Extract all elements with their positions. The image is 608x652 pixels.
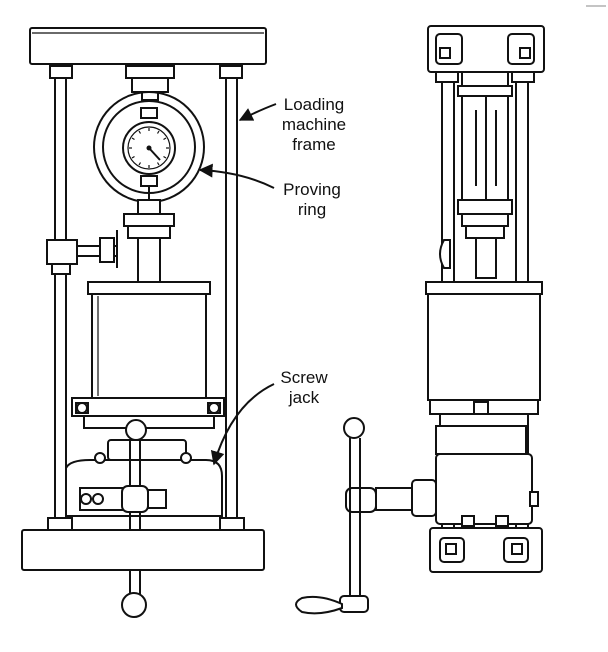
dial-needle [148, 147, 161, 161]
base-plate [71, 397, 225, 429]
right-tie-rod [219, 65, 245, 531]
cylindrical-mould [87, 281, 211, 399]
frame-label-line3: frame [292, 135, 335, 154]
left-tie-rod [47, 65, 73, 531]
jack-callout: Screw jack [210, 368, 328, 466]
bottom-base [21, 529, 265, 571]
top-crosshead [29, 27, 267, 65]
clamp-arm [46, 230, 118, 275]
ring-callout: Proving ring [198, 163, 341, 219]
frame-callout: Loading machine frame [238, 95, 346, 154]
side-handle [295, 417, 369, 615]
ring-label-line2: ring [298, 200, 326, 219]
frame-label-line1: Loading [284, 95, 345, 114]
dial-ticks [129, 128, 169, 168]
proving-ring [93, 91, 205, 203]
ring-label-line1: Proving [283, 180, 341, 199]
side-view [295, 25, 545, 615]
front-handle [121, 440, 149, 618]
frame-label-line2: machine [282, 115, 346, 134]
jack-label-line2: jack [288, 388, 320, 407]
jack-label-line1: Screw [280, 368, 328, 387]
front-view [21, 27, 267, 618]
